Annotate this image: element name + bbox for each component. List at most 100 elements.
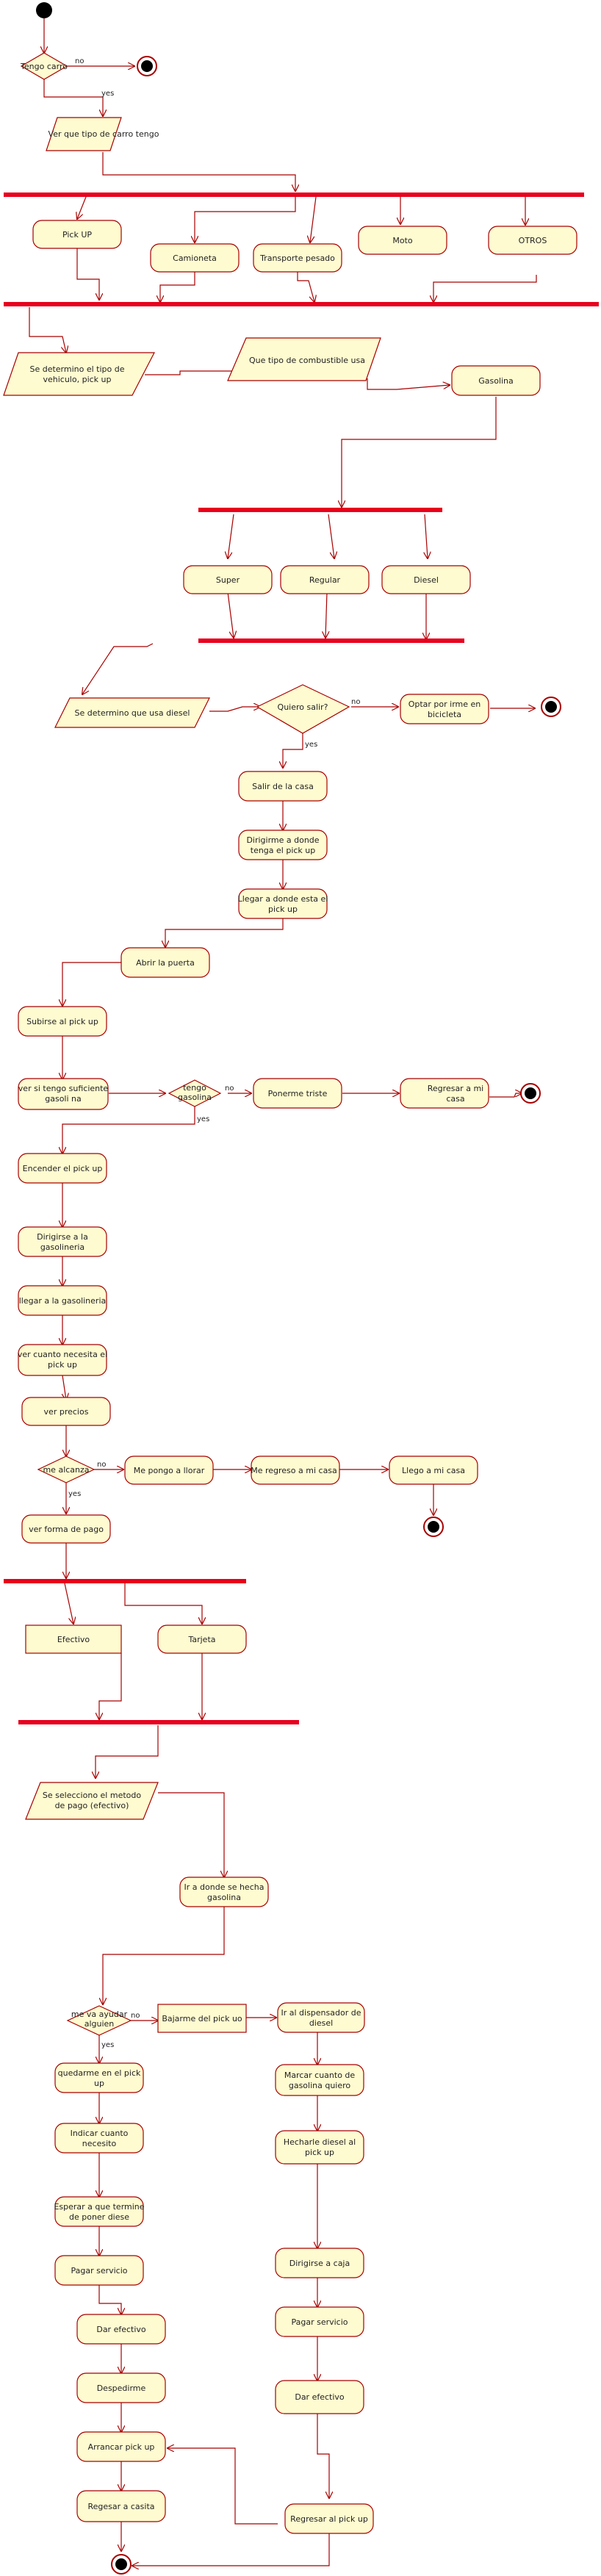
node-salir-casa-label: Salir de la casa (252, 782, 314, 791)
node-ir-dispensador-label-1: Ir al dispensador de (281, 2008, 361, 2018)
node-camioneta: Camioneta (150, 243, 240, 273)
node-bajarme-pickup: Bajarme del pick uo (157, 2004, 247, 2033)
node-encender-label: Encender el pick up (23, 1164, 103, 1173)
node-tarjeta-label: Tarjeta (187, 1635, 215, 1644)
node-ver-gasolina: ver si tengo suficiente gasoli na (18, 1078, 109, 1110)
node-dirigirme-pickup: Dirigirme a donde tenga el pick up (238, 830, 328, 860)
node-dar-efectivo-left: Dar efectivo (76, 2314, 166, 2345)
node-selecciono-metodo: Se selecciono el metodo de pago (efectiv… (25, 1782, 159, 1820)
node-ver-forma-pago-label: ver forma de pago (29, 1525, 104, 1534)
data-nodes: Ver que tipo de carro tengo Se determino… (3, 117, 381, 1820)
node-llego-casa-label: Llego a mi casa (402, 1466, 465, 1475)
guard-no-1: no (75, 57, 84, 65)
node-abrir-puerta-label: Abrir la puerta (136, 958, 195, 968)
node-optar-bicicleta-label-1: Optar por irme en (409, 699, 481, 709)
node-arrancar-pickup: Arrancar pick up (76, 2431, 166, 2462)
node-regresar-al-pickup-label: Regresar al pick up (290, 2514, 368, 2524)
node-camioneta-label: Camioneta (173, 253, 217, 263)
node-ver-forma-pago: ver forma de pago (21, 1514, 111, 1544)
node-ver-cuanto-label-2: pick up (48, 1360, 77, 1370)
node-dar-efectivo-right-label: Dar efectivo (295, 2392, 345, 2402)
node-otros: OTROS (488, 226, 577, 255)
node-ver-cuanto-label-1: ver cuanto necesita el (18, 1350, 107, 1359)
node-selecciono-metodo-label-1: Se selecciono el metodo (43, 1791, 141, 1800)
node-regreso-casa: Me regreso a mi casa (251, 1456, 340, 1485)
guard-labels: no yes no yes no yes no yes no yes (68, 57, 360, 2049)
node-llegar-pickup: Llegar a donde esta el pick up (238, 888, 328, 919)
node-determino-tipo: Se determino el tipo de vehiculo, pick u… (3, 352, 155, 396)
node-diesel: Diesel (381, 565, 471, 594)
node-dirigirse-gasolineria-label-2: gasolineria (40, 1242, 84, 1252)
node-efectivo-label: Efectivo (57, 1635, 90, 1644)
node-tarjeta: Tarjeta (157, 1625, 247, 1654)
node-abrir-puerta: Abrir la puerta (120, 947, 210, 978)
node-que-tipo-combustible: Que tipo de combustible usa (227, 337, 381, 381)
node-regresar-casa-label-1: Regresar a mi (428, 1084, 483, 1093)
node-determino-diesel: Se determino que usa diesel (54, 697, 210, 728)
node-dirigirse-gasolineria-label-1: Dirigirse a la (37, 1232, 88, 1242)
sync-bars (4, 193, 599, 1724)
node-hecharle-diesel-label-1: Hecharle diesel al (284, 2137, 356, 2147)
node-dirigirse-caja-label: Dirigirse a caja (289, 2259, 350, 2268)
node-super-label: Super (216, 575, 240, 585)
guard-yes-3: yes (197, 1115, 209, 1123)
node-que-tipo-combustible-label: Que tipo de combustible usa (249, 356, 365, 365)
node-encender: Encender el pick up (18, 1153, 107, 1184)
node-llegar-gasolineria-label: llegar a la gasolineria (19, 1296, 107, 1306)
node-despedirme: Despedirme (76, 2372, 166, 2403)
node-bajarme-pickup-label: Bajarme del pick uo (162, 2014, 242, 2023)
node-dar-efectivo-right: Dar efectivo (275, 2380, 364, 2414)
node-esperar-label-2: de poner diese (69, 2212, 129, 2222)
fork-bar-fuel-types (198, 508, 442, 512)
node-indicar-cuanto-label-1: Indicar cuanto (71, 2129, 129, 2138)
node-quedarme-pickup: quedarme en el pick up (54, 2062, 144, 2093)
node-ver-tipo-carro: Ver que tipo de carro tengo (46, 117, 159, 151)
guard-no-5: no (131, 2012, 140, 2020)
node-ver-gasolina-label-2: gasoli na (45, 1094, 82, 1104)
node-hecharle-diesel-label-2: pick up (305, 2148, 334, 2157)
node-pagar-servicio-right: Pagar servicio (275, 2306, 364, 2337)
decision-tengo-gasolina-label-1: tengo (183, 1083, 206, 1093)
node-ponerme-triste-label: Ponerme triste (268, 1089, 328, 1098)
node-marcar-cuanto-label-1: Marcar cuanto de (284, 2070, 356, 2080)
node-ir-dispensador: Ir al dispensador de diesel (277, 2002, 365, 2033)
node-llegar-pickup-label-2: pick up (268, 904, 298, 914)
node-salir-casa: Salir de la casa (238, 771, 328, 802)
node-gasolina-label: Gasolina (478, 376, 514, 386)
node-transporte-pesado: Transporte pesado (253, 243, 342, 273)
node-transporte-pesado-label: Transporte pesado (259, 253, 335, 263)
node-llegar-gasolineria: llegar a la gasolineria (18, 1285, 107, 1316)
node-llorar-label: Me pongo a llorar (134, 1466, 205, 1475)
node-optar-bicicleta-label-2: bicicleta (428, 710, 461, 719)
node-super: Super (183, 565, 273, 594)
join-bar-vehicle-types (4, 302, 599, 306)
node-regreso-casa-label: Me regreso a mi casa (251, 1466, 337, 1475)
decision-me-va-ayudar: me va ayudar alguien (66, 2005, 132, 2036)
node-ver-precios: ver precios (21, 1397, 111, 1426)
node-subirse-pickup: Subirse al pick up (18, 1006, 107, 1037)
decision-me-alcanza: me alcanza (37, 1456, 96, 1483)
node-ver-cuanto: ver cuanto necesita el pick up (18, 1344, 107, 1376)
decision-me-alcanza-label: me alcanza (43, 1465, 89, 1475)
node-indicar-cuanto-label-2: necesito (82, 2139, 117, 2148)
final-node-3 (520, 1083, 541, 1104)
node-regesar-casita: Regesar a casita (76, 2490, 166, 2522)
node-dirigirme-pickup-label-2: tenga el pick up (251, 846, 316, 855)
node-ver-gasolina-label-1: ver si tengo suficiente (18, 1084, 109, 1093)
node-selecciono-metodo-label-2: de pago (efectivo) (55, 1801, 129, 1810)
node-ver-tipo-carro-label: Ver que tipo de carro tengo (48, 129, 159, 139)
node-regular-label: Regular (309, 575, 341, 585)
node-indicar-cuanto: Indicar cuanto necesito (54, 2123, 144, 2154)
node-hecharle-diesel: Hecharle diesel al pick up (275, 2130, 364, 2165)
node-quedarme-pickup-label-1: quedarme en el pick (58, 2068, 141, 2078)
node-pagar-servicio-right-label: Pagar servicio (291, 2317, 348, 2327)
node-pickup: Pick UP (32, 220, 122, 249)
node-despedirme-label: Despedirme (97, 2383, 146, 2393)
edges (29, 18, 537, 2566)
decisions: Tengo carro Quiero salir? tengo gasolina… (20, 52, 350, 2036)
node-ir-donde-gasolina-label-2: gasolina (207, 1893, 241, 1902)
action-nodes: Pick UP Camioneta Transporte pesado Moto… (18, 220, 577, 2534)
guard-yes-1: yes (101, 90, 114, 98)
node-marcar-cuanto-label-2: gasolina quiero (289, 2081, 351, 2090)
